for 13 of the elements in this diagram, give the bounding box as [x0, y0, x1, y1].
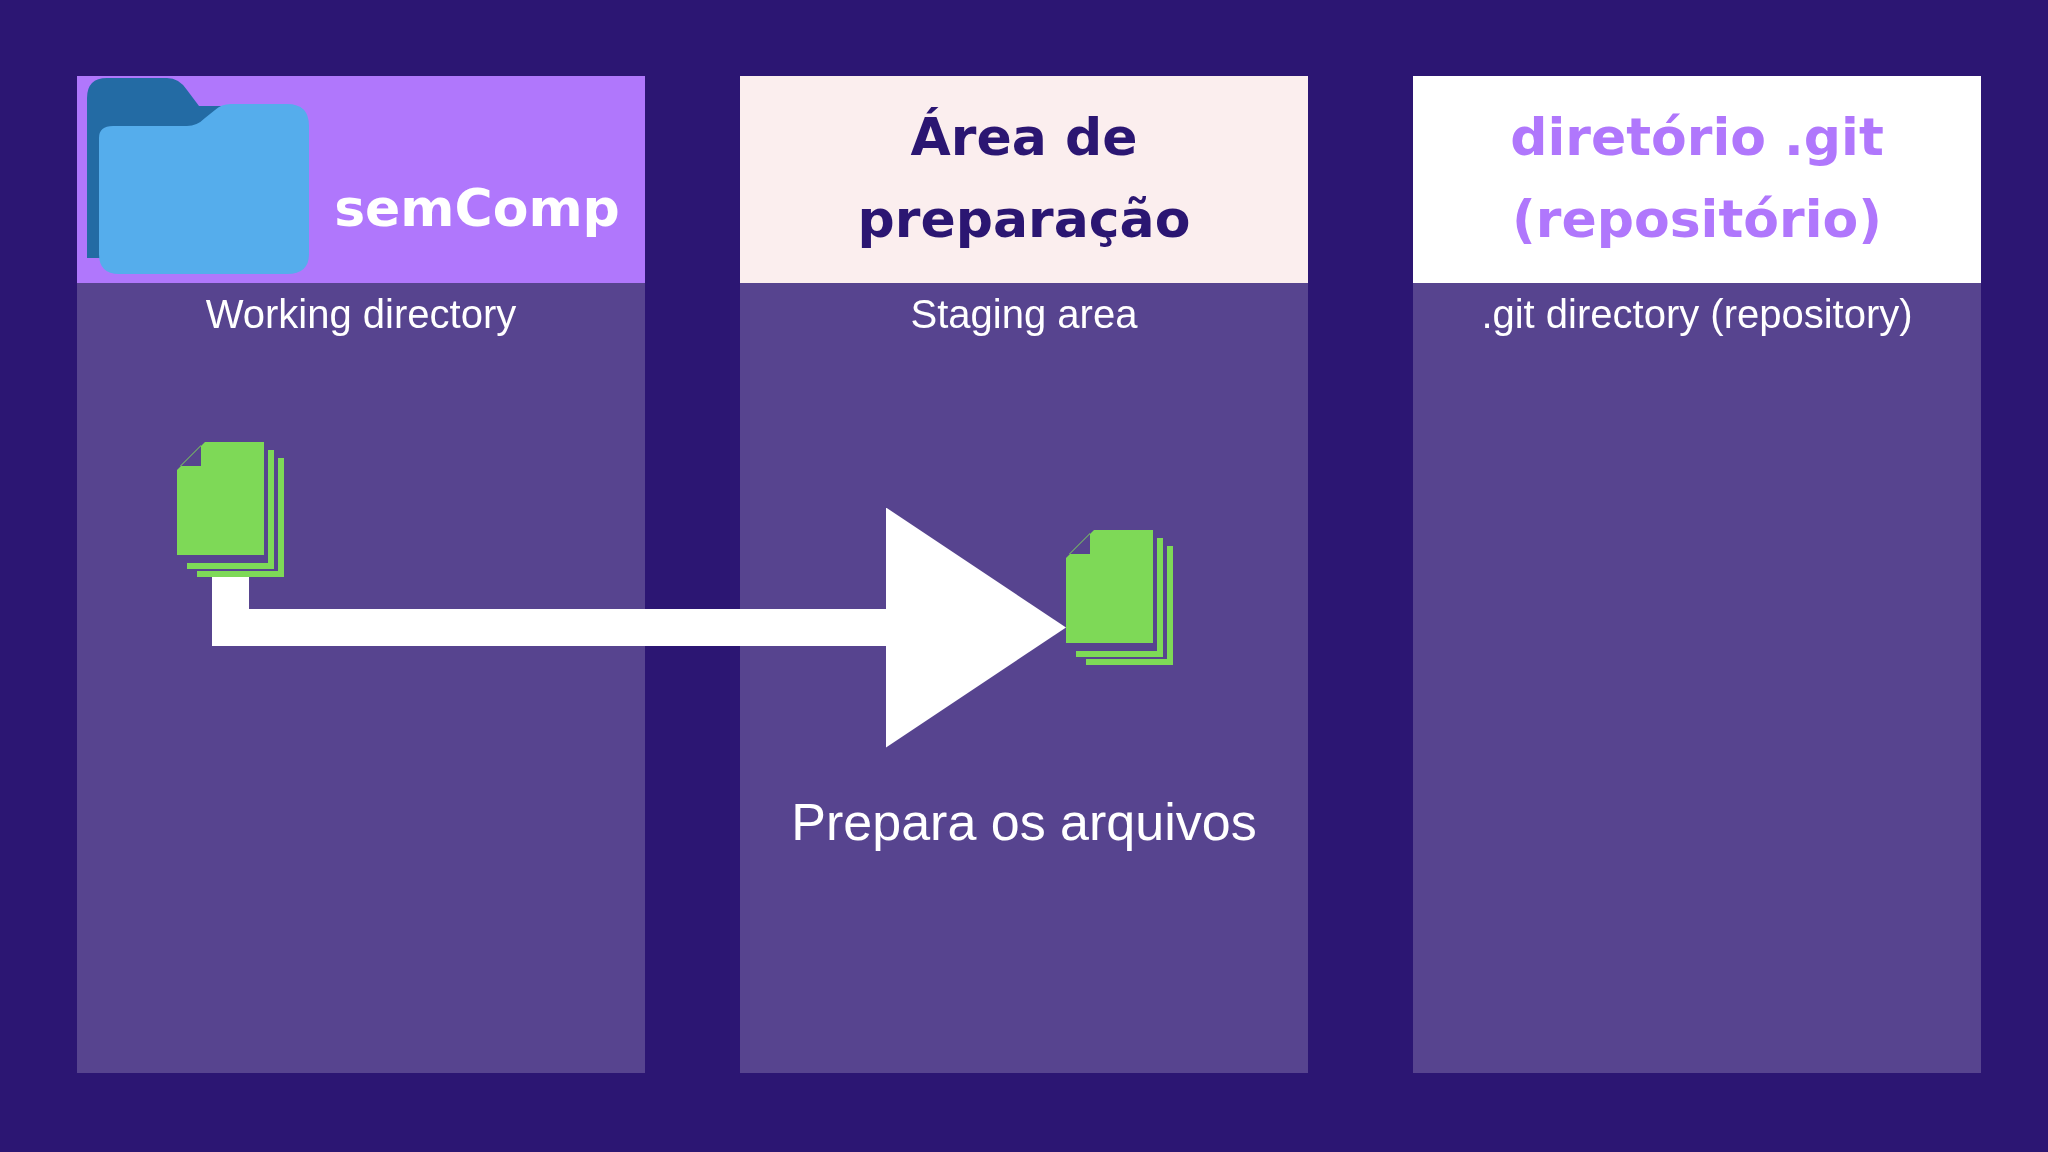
step-caption: Prepara os arquivos [790, 792, 1258, 853]
column-subtitle: .git directory (repository) [1480, 291, 1914, 338]
panel-heading: diretório .git (repositório) [1509, 106, 1885, 251]
folder-name: semComp [333, 177, 621, 240]
column-subtitle: Staging area [909, 291, 1139, 338]
column-panel [740, 76, 1308, 1073]
file-stack-icon [177, 442, 284, 577]
column-panel [1413, 76, 1981, 1073]
arrow [212, 507, 1066, 748]
column-panel [77, 76, 645, 1073]
panel-heading: Área de preparação [856, 106, 1192, 251]
file-stack-icon [1066, 530, 1173, 665]
column-subtitle: Working directory [204, 291, 518, 338]
